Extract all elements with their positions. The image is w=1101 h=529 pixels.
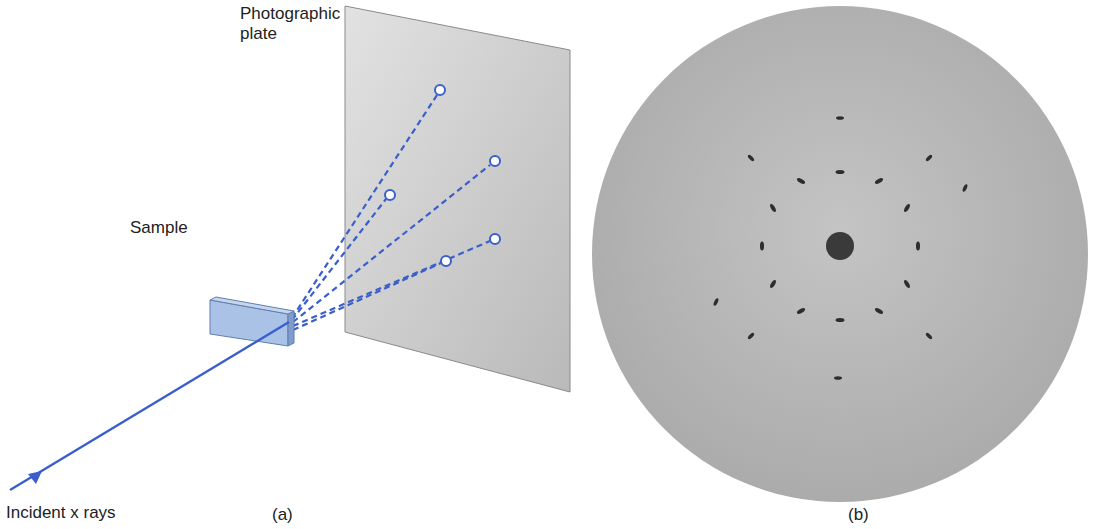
- panel-label: (b): [848, 505, 869, 525]
- beam-arrowhead: [28, 471, 42, 484]
- laue-spot: [925, 154, 933, 162]
- laue-spot: [836, 116, 844, 120]
- laue-spot: [834, 376, 842, 380]
- laue-spot: [769, 203, 777, 213]
- spot: [490, 156, 500, 166]
- laue-spot: [769, 279, 777, 289]
- spot: [441, 256, 451, 266]
- diffracted-rays: [292, 95, 490, 330]
- diffracted-ray: [292, 95, 437, 318]
- laue-spot: [796, 177, 806, 185]
- part-label: Sample: [130, 218, 188, 238]
- laue-spot: [916, 242, 920, 251]
- spot: [490, 234, 500, 244]
- incident-beam: [10, 322, 289, 490]
- laue-spot: [747, 154, 755, 162]
- laue-spot: [874, 307, 884, 315]
- laue-spot: [796, 307, 806, 315]
- laue-spot: [836, 170, 845, 174]
- photographic-plate: [345, 6, 570, 392]
- sample-edge: [288, 311, 294, 346]
- panel-label: (a): [272, 505, 293, 525]
- diffraction-spots: [385, 85, 500, 266]
- laue-spot: [747, 332, 755, 340]
- diffracted-ray: [293, 165, 490, 322]
- laue-spot: [836, 318, 845, 322]
- laue-spot: [962, 184, 969, 193]
- central-beam-spot: [826, 232, 854, 260]
- laue-spot: [713, 298, 720, 307]
- diffracted-ray: [293, 241, 490, 326]
- laue-pattern-disc: [592, 6, 1088, 502]
- laue-spot: [903, 279, 911, 289]
- spot: [385, 190, 395, 200]
- laue-spot: [925, 332, 933, 340]
- diffracted-ray: [293, 263, 441, 330]
- part-label: Photographic plate: [240, 4, 346, 44]
- spot: [435, 85, 445, 95]
- laue-spot: [760, 242, 764, 251]
- laue-spot: [903, 203, 911, 213]
- part-label: Incident x rays: [6, 503, 116, 523]
- sample-top: [210, 297, 294, 314]
- laue-spots: [713, 116, 969, 380]
- laue-spot: [874, 177, 884, 185]
